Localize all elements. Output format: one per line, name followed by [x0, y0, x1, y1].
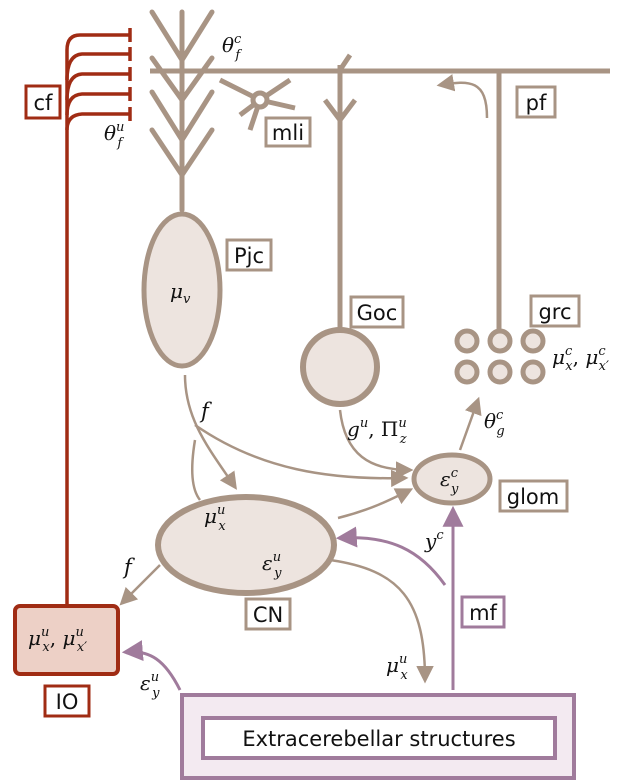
glom-to-grc-arrow — [458, 396, 482, 451]
pjc-label: Pjc — [234, 244, 264, 268]
golgi-cell — [323, 53, 357, 330]
extracerebellar-label: Extracerebellar structures — [242, 727, 515, 751]
cn-node — [155, 494, 337, 596]
io-node — [13, 604, 120, 676]
golgi-soma — [300, 327, 380, 407]
mf-to-cn-arrow — [335, 526, 447, 586]
y-c-label: yc — [424, 528, 444, 553]
extra-to-io-arrow — [121, 640, 182, 691]
cn-to-extra-arrow — [329, 558, 434, 684]
pf-label: pf — [526, 91, 547, 115]
f-left-label: f — [122, 555, 135, 579]
goc-label-box — [349, 295, 405, 329]
mli-label: mli — [272, 121, 304, 145]
mf-label: mf — [469, 601, 497, 625]
cn-label: CN — [253, 603, 283, 627]
extra-inner-box — [201, 716, 557, 760]
pf-label-box — [515, 85, 557, 119]
pf-arrow — [436, 74, 489, 119]
granule-cells — [454, 328, 546, 385]
cn-to-glom-arrow — [337, 488, 414, 520]
cf-label: cf — [34, 91, 54, 115]
glom-label-box — [498, 479, 569, 513]
pjc-label-box — [225, 238, 273, 272]
glom-node — [411, 452, 493, 506]
cn-label-box — [244, 597, 292, 631]
mli-label-box — [264, 116, 312, 148]
grc-label-box — [529, 294, 581, 328]
cn-side-curve — [191, 439, 202, 501]
io-label-box — [43, 684, 91, 718]
cf-label-box — [24, 84, 62, 120]
mli-cell — [218, 77, 296, 131]
goc-to-glom-arrow — [338, 409, 414, 479]
glom-label: glom — [507, 485, 559, 509]
grc-label: grc — [538, 300, 571, 324]
mf-label-box — [460, 595, 506, 629]
mu-v-label: μv — [170, 279, 191, 307]
pjc-to-glom-arrow — [194, 423, 409, 488]
purkinje-soma — [141, 211, 223, 369]
goc-label: Goc — [357, 301, 398, 325]
pjc-to-cn-arrow — [183, 374, 237, 490]
climbing-fiber — [65, 28, 132, 608]
io-label: IO — [56, 690, 79, 714]
purkinje-dendrites — [149, 9, 215, 213]
f-top-label: f — [199, 399, 212, 423]
cn-to-io-arrow — [119, 564, 161, 606]
